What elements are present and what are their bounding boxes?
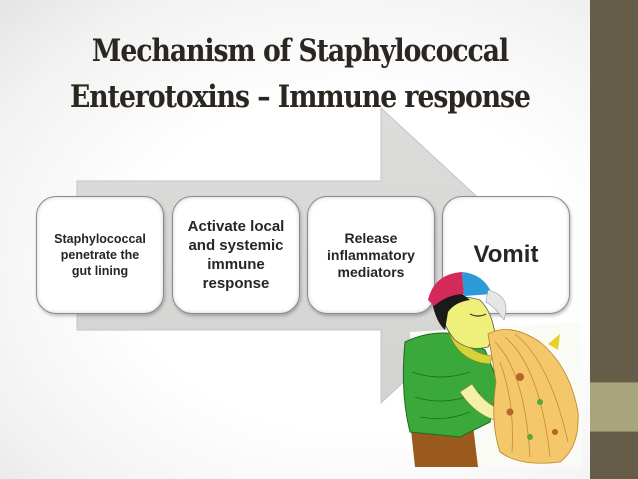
step-2-line: response — [202, 275, 270, 292]
vomit-strands — [494, 333, 569, 458]
vomit-chunk — [552, 429, 558, 435]
step-3-line: Release — [344, 229, 398, 246]
title-line-2: Enterotoxins – Immune response — [70, 79, 531, 115]
hair — [432, 291, 470, 330]
cap-red — [428, 272, 464, 306]
step-box-vomit: Vomit — [442, 196, 570, 314]
step-box-activate-immune: Activate local and systemic immune respo… — [172, 196, 300, 314]
slide-title: Mechanism of Staphylococcal Enterotoxins… — [59, 28, 541, 120]
closed-eye — [469, 313, 487, 317]
step-4-line: Vomit — [473, 241, 539, 268]
step-3-line: mediators — [337, 263, 405, 280]
cap-blue — [462, 272, 492, 296]
sidebar-accent-band — [590, 382, 638, 432]
step-1-line: penetrate the — [60, 248, 140, 262]
cap-brim — [485, 289, 507, 321]
vomit-chunk — [527, 434, 533, 440]
step-box-release-mediators: Release inflammatory mediators — [307, 196, 435, 314]
title-line-1: Mechanism of Staphylococcal — [91, 33, 509, 69]
step-2-line: Activate local — [187, 218, 285, 235]
step-1-line: Staphylococcal — [54, 232, 146, 246]
vomit-chunk — [537, 399, 543, 405]
vomit-leaf — [548, 334, 560, 350]
step-3-line: inflammatory — [327, 246, 415, 263]
step-2-line: immune — [207, 256, 265, 273]
step-2-line: and systemic — [188, 237, 284, 254]
step-1-line: gut lining — [71, 264, 129, 278]
vomiting-person-illustration — [402, 272, 582, 467]
vomit-chunk — [516, 373, 524, 381]
vomit-chunk — [506, 408, 514, 416]
step-box-penetrate: Staphylococcal penetrate the gut lining — [36, 196, 164, 314]
